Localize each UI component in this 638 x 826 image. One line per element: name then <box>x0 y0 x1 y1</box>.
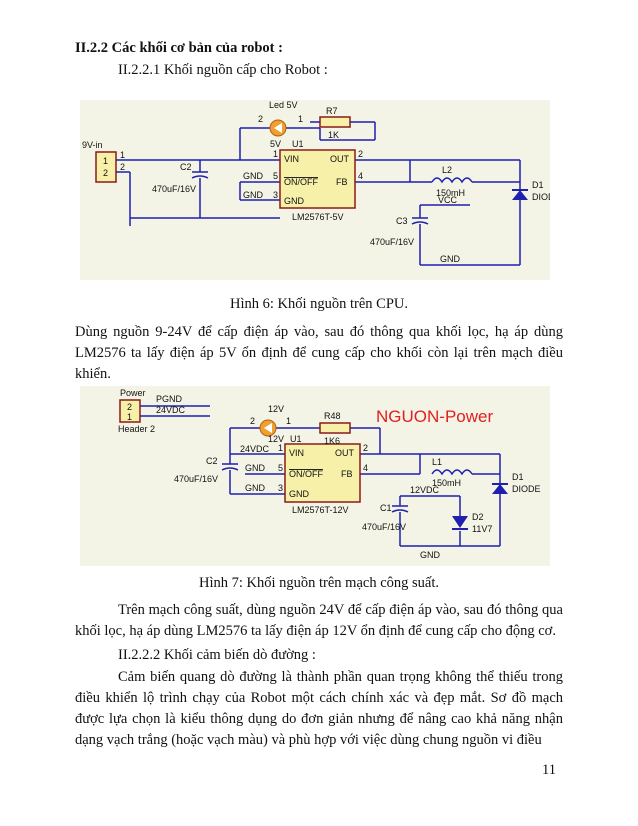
led-pin1: 1 <box>298 114 303 124</box>
r48-value: 1K6 <box>324 436 340 446</box>
power-label: Power <box>120 388 146 398</box>
chip-pin5: 5 <box>273 171 278 181</box>
chip-out: OUT <box>335 448 355 458</box>
chip-vin: VIN <box>289 448 304 458</box>
net-12v: 12V <box>268 434 284 444</box>
d1-value: DIODE <box>512 484 541 494</box>
r7-label: R7 <box>326 106 338 116</box>
subsection-heading-sensor: II.2.2.2 Khối cảm biến dò đường : <box>118 647 316 663</box>
l1-value: 150mH <box>432 478 461 488</box>
chip-pin1: 1 <box>278 443 283 453</box>
chip-pin5: 5 <box>278 463 283 473</box>
connector-wire2: 2 <box>120 162 125 172</box>
chip-pin4: 4 <box>363 463 368 473</box>
chip-pin3: 3 <box>278 483 283 493</box>
figure-7-title: NGUON-Power <box>376 407 493 426</box>
c2-label: C2 <box>180 162 192 172</box>
section-heading: II.2.2 Các khối cơ bản của robot : <box>75 40 283 56</box>
chip-pin4: 4 <box>358 171 363 181</box>
u1-label: U1 <box>290 434 302 444</box>
paragraph-power-board: Trên mạch công suất, dùng nguồn 24V để c… <box>75 602 563 639</box>
chip-part: LM2576T-12V <box>292 505 349 515</box>
chip-fb: FB <box>341 469 353 479</box>
d2-value: 11V7 <box>472 524 492 534</box>
c2-label: C2 <box>206 456 218 466</box>
header-label: Header 2 <box>118 424 155 434</box>
chip-pin3: 3 <box>273 190 278 200</box>
d1-label: D1 <box>512 472 524 482</box>
l1-label: L1 <box>432 457 442 467</box>
paragraph-sensor: Cảm biến quang dò đường là thành phần qu… <box>75 669 563 748</box>
u1-label: U1 <box>292 139 304 149</box>
l2-value: 150mH <box>436 188 465 198</box>
gnd-net-label-2: GND <box>243 190 264 200</box>
c1-value: 470uF/16V <box>362 522 406 532</box>
gnd-net-label-1: GND <box>245 463 266 473</box>
chip-onoff: ON/OFF <box>284 177 318 187</box>
net-12vdc: 12VDC <box>410 485 440 495</box>
chip-vin: VIN <box>284 154 299 164</box>
paragraph-power-cpu: Dùng nguồn 9-24V để cấp điện áp vào, sau… <box>75 324 563 382</box>
gnd-bottom-net: GND <box>440 254 461 264</box>
figure-6-schematic: Led 5V 2 1 R7 1K 5V U1 9V-in 1 2 1 2 C2 … <box>80 100 550 280</box>
d1-label: D1 <box>532 180 544 190</box>
gnd-net-label-2: GND <box>245 483 266 493</box>
connector-label: 9V-in <box>82 140 103 150</box>
chip-pin2: 2 <box>358 149 363 159</box>
l2-label: L2 <box>442 165 452 175</box>
header-pin1: 1 <box>127 412 132 422</box>
figure-7-schematic: NGUON-Power Power PGND 24VDC 2 1 Header … <box>80 386 550 566</box>
chip-fb: FB <box>336 177 348 187</box>
c2-value: 470uF/16V <box>152 184 196 194</box>
led-pin2: 2 <box>250 416 255 426</box>
c1-label: C1 <box>380 503 392 513</box>
led-12v-label: 12V <box>268 404 284 414</box>
chip-out: OUT <box>330 154 350 164</box>
figure-7-caption: Hình 7: Khối nguồn trên mạch công suất. <box>198 575 439 591</box>
page-number: 11 <box>542 762 556 778</box>
connector-wire1: 1 <box>120 150 125 160</box>
led-pin1: 1 <box>286 416 291 426</box>
r48-label: R48 <box>324 411 341 421</box>
d1-value: DIODE <box>532 192 550 202</box>
header-pin2: 2 <box>127 402 132 412</box>
connector-pin2: 2 <box>103 168 108 178</box>
figure-6-caption: Hình 6: Khối nguồn trên CPU. <box>229 296 409 312</box>
r7-value: 1K <box>328 130 339 140</box>
connector-pin1: 1 <box>103 156 108 166</box>
net-5v: 5V <box>270 139 281 149</box>
led-pin2: 2 <box>258 114 263 124</box>
pgnd-net: PGND <box>156 394 183 404</box>
gnd-bottom-net: GND <box>420 550 441 560</box>
chip-gnd: GND <box>284 196 305 206</box>
chip-part: LM2576T-5V <box>292 212 344 222</box>
c2-value: 470uF/16V <box>174 474 218 484</box>
gnd-net-label-1: GND <box>243 171 264 181</box>
c3-label: C3 <box>396 216 408 226</box>
chip-onoff: ON/OFF <box>289 469 323 479</box>
c3-value: 470uF/16V <box>370 237 414 247</box>
net-24vdc: 24VDC <box>240 444 270 454</box>
24vdc-net: 24VDC <box>156 405 186 415</box>
chip-pin2: 2 <box>363 443 368 453</box>
subsection-heading-power: II.2.2.1 Khối nguồn cấp cho Robot : <box>118 62 328 78</box>
chip-gnd: GND <box>289 489 310 499</box>
d2-label: D2 <box>472 512 484 522</box>
led-label: Led 5V <box>269 100 298 110</box>
chip-pin1: 1 <box>273 149 278 159</box>
vcc-net: VCC <box>438 195 458 205</box>
